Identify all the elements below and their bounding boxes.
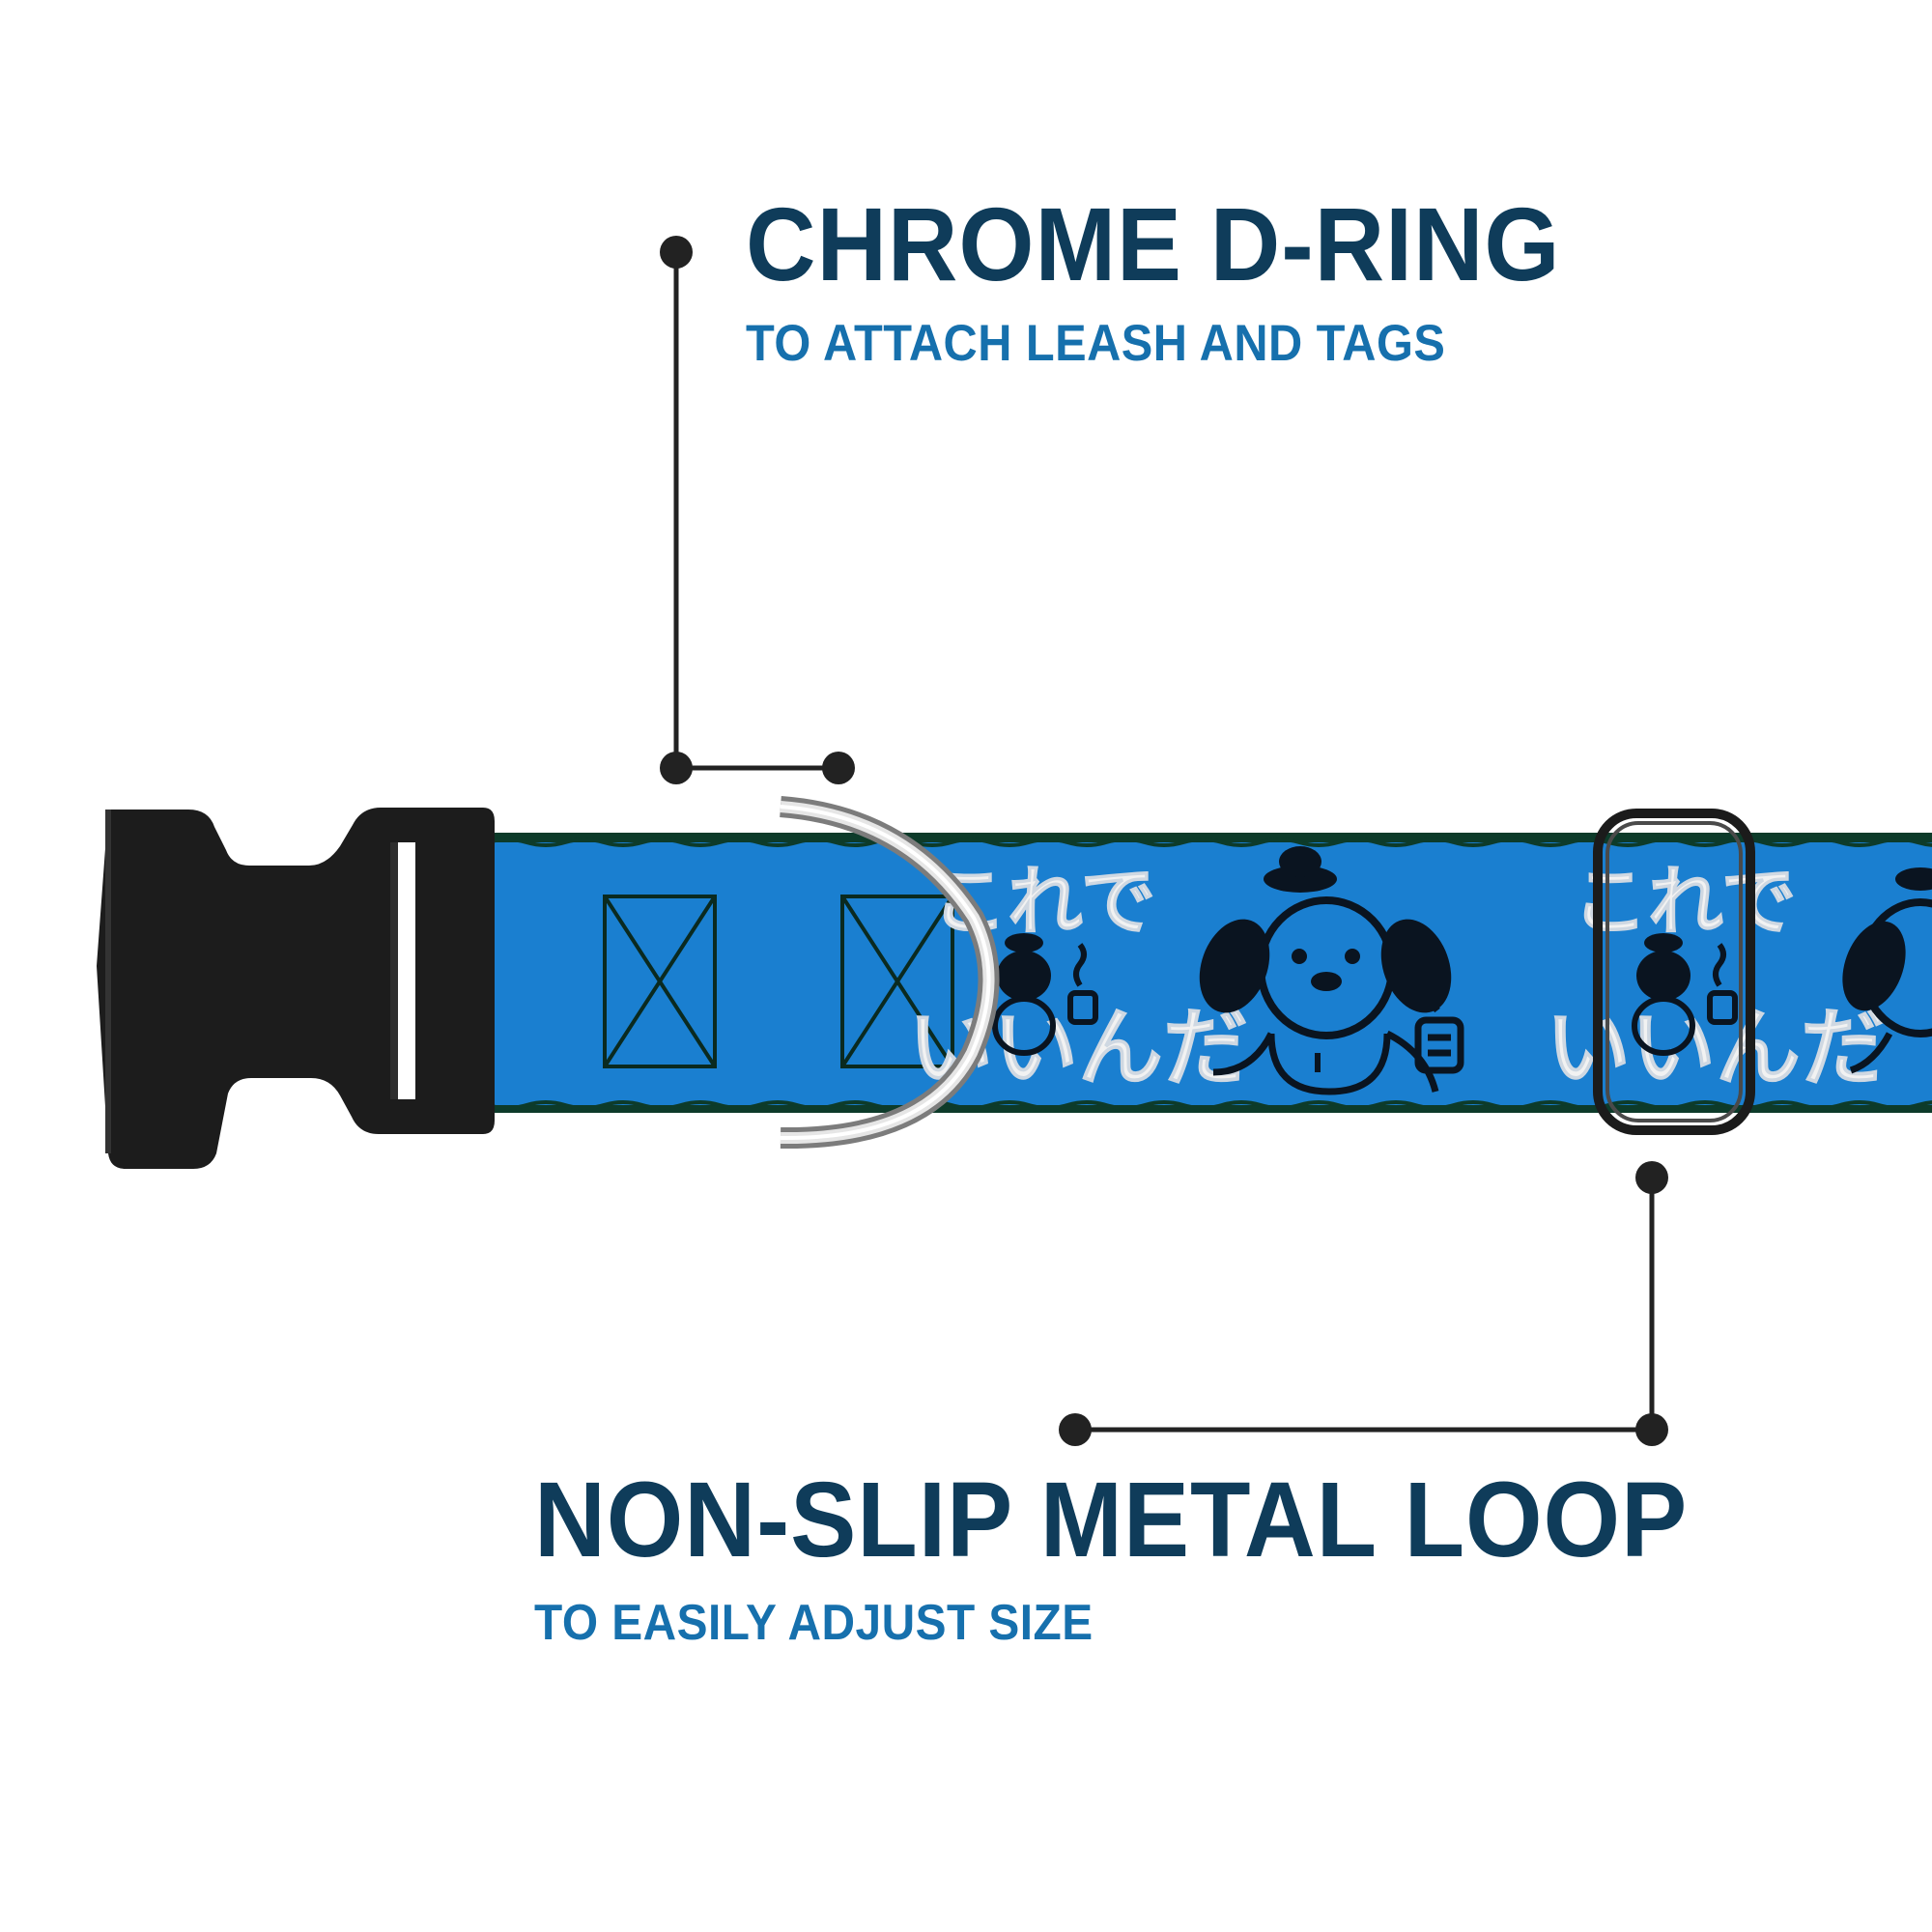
loop-callout: NON-SLIP METAL LOOP TO EASILY ADJUST SIZ… bbox=[534, 1466, 1775, 1652]
dog-character-icon bbox=[992, 933, 1056, 1056]
coffee-cup-icon bbox=[1414, 942, 1464, 1074]
loop-subtitle: TO EASILY ADJUST SIZE bbox=[534, 1595, 1094, 1651]
d-ring-leader-line bbox=[660, 236, 855, 784]
coffee-cup-icon bbox=[1707, 943, 1738, 1025]
dog-character-icon bbox=[1632, 933, 1695, 1056]
svg-text:これで: これで bbox=[1573, 859, 1797, 946]
d-ring-callout: CHROME D-RING TO ATTACH LEASH AND TAGS bbox=[746, 191, 1622, 373]
dog-character-icon bbox=[1842, 867, 1932, 1074]
box-x-stitch-left bbox=[603, 895, 717, 1068]
d-ring-title: CHROME D-RING bbox=[746, 185, 1561, 302]
d-ring-icon bbox=[780, 796, 1000, 1150]
loop-leader-line bbox=[1059, 1161, 1668, 1446]
loop-title: NON-SLIP METAL LOOP bbox=[534, 1461, 1689, 1579]
box-x-stitch-right bbox=[840, 895, 954, 1068]
d-ring-subtitle: TO ATTACH LEASH AND TAGS bbox=[746, 315, 1446, 372]
side-release-buckle-icon bbox=[97, 808, 495, 1169]
coffee-cup-icon bbox=[1067, 943, 1098, 1025]
slider-loop-icon bbox=[1593, 809, 1755, 1135]
